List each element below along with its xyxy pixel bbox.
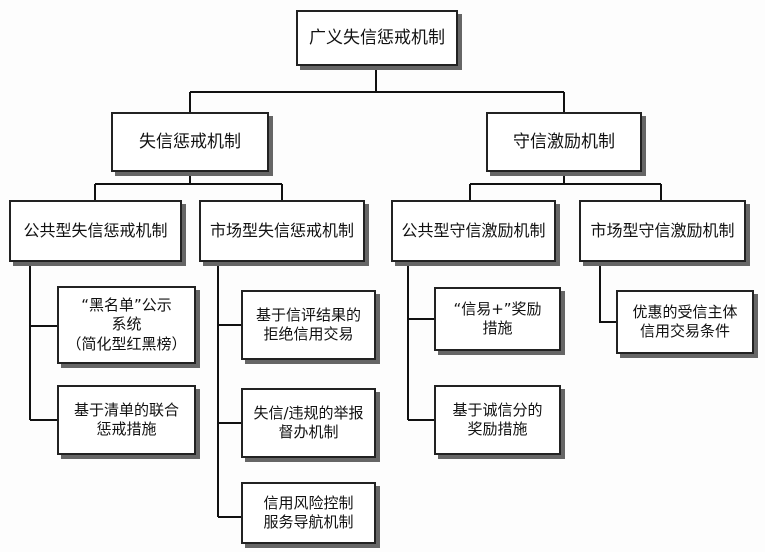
report-line-1: 失信/违规的举报 bbox=[253, 403, 364, 422]
credit-reject-line-2: 拒绝信用交易 bbox=[263, 325, 354, 343]
joint-punish-line-2: 惩戒措施 bbox=[96, 420, 157, 438]
risk-nav-node: 信用风险控制 服务导航机制 bbox=[241, 482, 376, 544]
credit-reject-line-1: 基于信评结果的 bbox=[255, 305, 361, 324]
root-label: 广义失信惩戒机制 bbox=[309, 27, 445, 48]
credit-reject-node: 基于信评结果的 拒绝信用交易 bbox=[241, 290, 376, 360]
root-node: 广义失信惩戒机制 bbox=[296, 10, 458, 66]
market-punish-node: 市场型失信惩戒机制 bbox=[199, 200, 365, 262]
risk-nav-line-1: 信用风险控制 bbox=[263, 493, 354, 512]
blacklist-line-2: 系统 bbox=[111, 315, 142, 334]
xinyi-plus-node: “信易+”奖励 措施 bbox=[434, 287, 561, 351]
market-incent-node: 市场型守信激励机制 bbox=[579, 200, 746, 262]
blacklist-node: “黑名单”公示 系统 （简化型红黑榜） bbox=[57, 286, 196, 364]
market-incent-label: 市场型守信激励机制 bbox=[590, 220, 735, 240]
incent-mechanism-node: 守信激励机制 bbox=[486, 112, 642, 172]
report-node: 失信/违规的举报 督办机制 bbox=[241, 388, 376, 458]
market-punish-label: 市场型失信惩戒机制 bbox=[209, 220, 354, 240]
score-reward-line-2: 奖励措施 bbox=[467, 420, 528, 438]
public-punish-label: 公共型失信惩戒机制 bbox=[23, 220, 168, 240]
preferential-line-2: 信用交易条件 bbox=[639, 322, 730, 340]
punish-mechanism-node: 失信惩戒机制 bbox=[111, 112, 269, 172]
joint-punish-node: 基于清单的联合 惩戒措施 bbox=[57, 385, 196, 455]
blacklist-line-1: “黑名单”公示 bbox=[81, 295, 172, 314]
preferential-line-1: 优惠的受信主体 bbox=[632, 302, 738, 321]
incent-mechanism-label: 守信激励机制 bbox=[513, 131, 615, 152]
score-reward-node: 基于诚信分的 奖励措施 bbox=[434, 385, 561, 455]
joint-punish-line-1: 基于清单的联合 bbox=[73, 400, 179, 419]
report-line-2: 督办机制 bbox=[278, 423, 339, 441]
public-incent-label: 公共型守信激励机制 bbox=[401, 220, 546, 240]
preferential-node: 优惠的受信主体 信用交易条件 bbox=[616, 290, 754, 354]
risk-nav-line-2: 服务导航机制 bbox=[263, 513, 354, 531]
blacklist-line-3: （简化型红黑榜） bbox=[66, 334, 187, 353]
punish-mechanism-label: 失信惩戒机制 bbox=[139, 131, 241, 152]
public-incent-node: 公共型守信激励机制 bbox=[391, 200, 556, 262]
xinyi-plus-line-1: “信易+”奖励 bbox=[453, 299, 542, 318]
xinyi-plus-line-2: 措施 bbox=[482, 319, 513, 337]
score-reward-line-1: 基于诚信分的 bbox=[452, 400, 543, 419]
public-punish-node: 公共型失信惩戒机制 bbox=[9, 200, 182, 262]
